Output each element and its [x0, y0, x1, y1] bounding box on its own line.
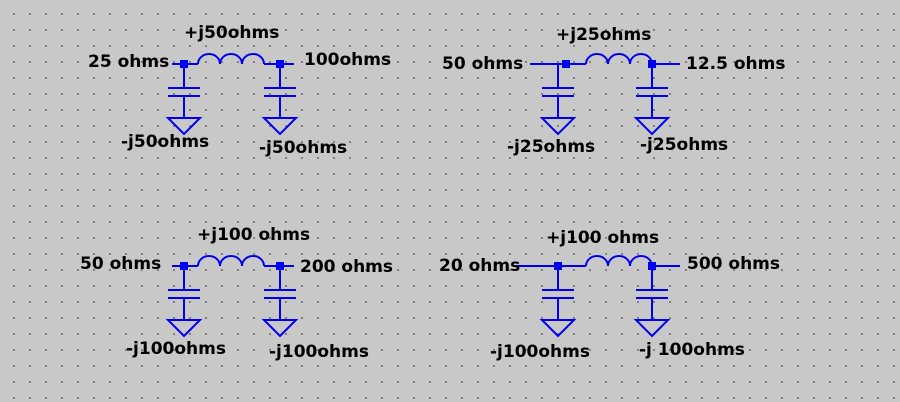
shunt-capacitor-left[interactable]: [539, 266, 577, 338]
shunt-capacitor-right[interactable]: [261, 266, 299, 338]
ground-icon: [165, 117, 203, 136]
source-impedance-label: 50 ohms: [442, 54, 524, 74]
load-impedance-label: 12.5 ohms: [686, 54, 786, 74]
shunt-reactance-label-right: -j50ohms: [259, 138, 348, 158]
load-impedance-label: 200 ohms: [300, 257, 394, 277]
source-impedance-label: 25 ohms: [88, 52, 170, 72]
shunt-capacitor-left[interactable]: [165, 266, 203, 338]
circuit-1: [165, 53, 299, 136]
shunt-capacitor-right[interactable]: [633, 266, 671, 338]
ground-icon: [261, 117, 299, 136]
series-reactance-label: +j25ohms: [556, 25, 652, 45]
source-impedance-label: 50 ohms: [80, 254, 162, 274]
shunt-capacitor-left[interactable]: [165, 64, 203, 136]
series-reactance-label: +j100 ohms: [197, 225, 311, 245]
series-reactance-label: +j50ohms: [184, 23, 280, 43]
ground-icon: [165, 319, 203, 338]
inductor: [197, 255, 265, 267]
ground-icon: [633, 319, 671, 338]
circuit-4: [516, 255, 680, 338]
shunt-capacitor-left[interactable]: [539, 64, 577, 136]
shunt-reactance-label-right: -j100ohms: [269, 342, 369, 362]
ground-icon: [539, 117, 577, 136]
shunt-reactance-label-left: -j100ohms: [490, 342, 590, 362]
shunt-reactance-label-left: -j25ohms: [507, 137, 596, 157]
inductor: [585, 255, 653, 267]
ground-icon: [539, 319, 577, 338]
inductor: [197, 53, 265, 65]
shunt-reactance-label-right: -j25ohms: [640, 135, 729, 155]
ground-icon: [261, 319, 299, 338]
circuit-3: [165, 255, 299, 338]
circuit-2: [530, 53, 680, 136]
inductor: [585, 53, 653, 65]
shunt-reactance-label-left: -j100ohms: [126, 339, 226, 359]
ground-icon: [633, 117, 671, 136]
load-impedance-label: 100ohms: [304, 50, 392, 70]
shunt-reactance-label-right: -j 100ohms: [639, 340, 745, 360]
source-impedance-label: 20 ohms: [439, 256, 521, 276]
node-left[interactable]: [562, 60, 570, 68]
shunt-capacitor-right[interactable]: [261, 64, 299, 136]
shunt-reactance-label-left: -j50ohms: [121, 132, 210, 152]
load-impedance-label: 500 ohms: [687, 254, 781, 274]
shunt-capacitor-right[interactable]: [633, 64, 671, 136]
series-reactance-label: +j100 ohms: [546, 228, 660, 248]
